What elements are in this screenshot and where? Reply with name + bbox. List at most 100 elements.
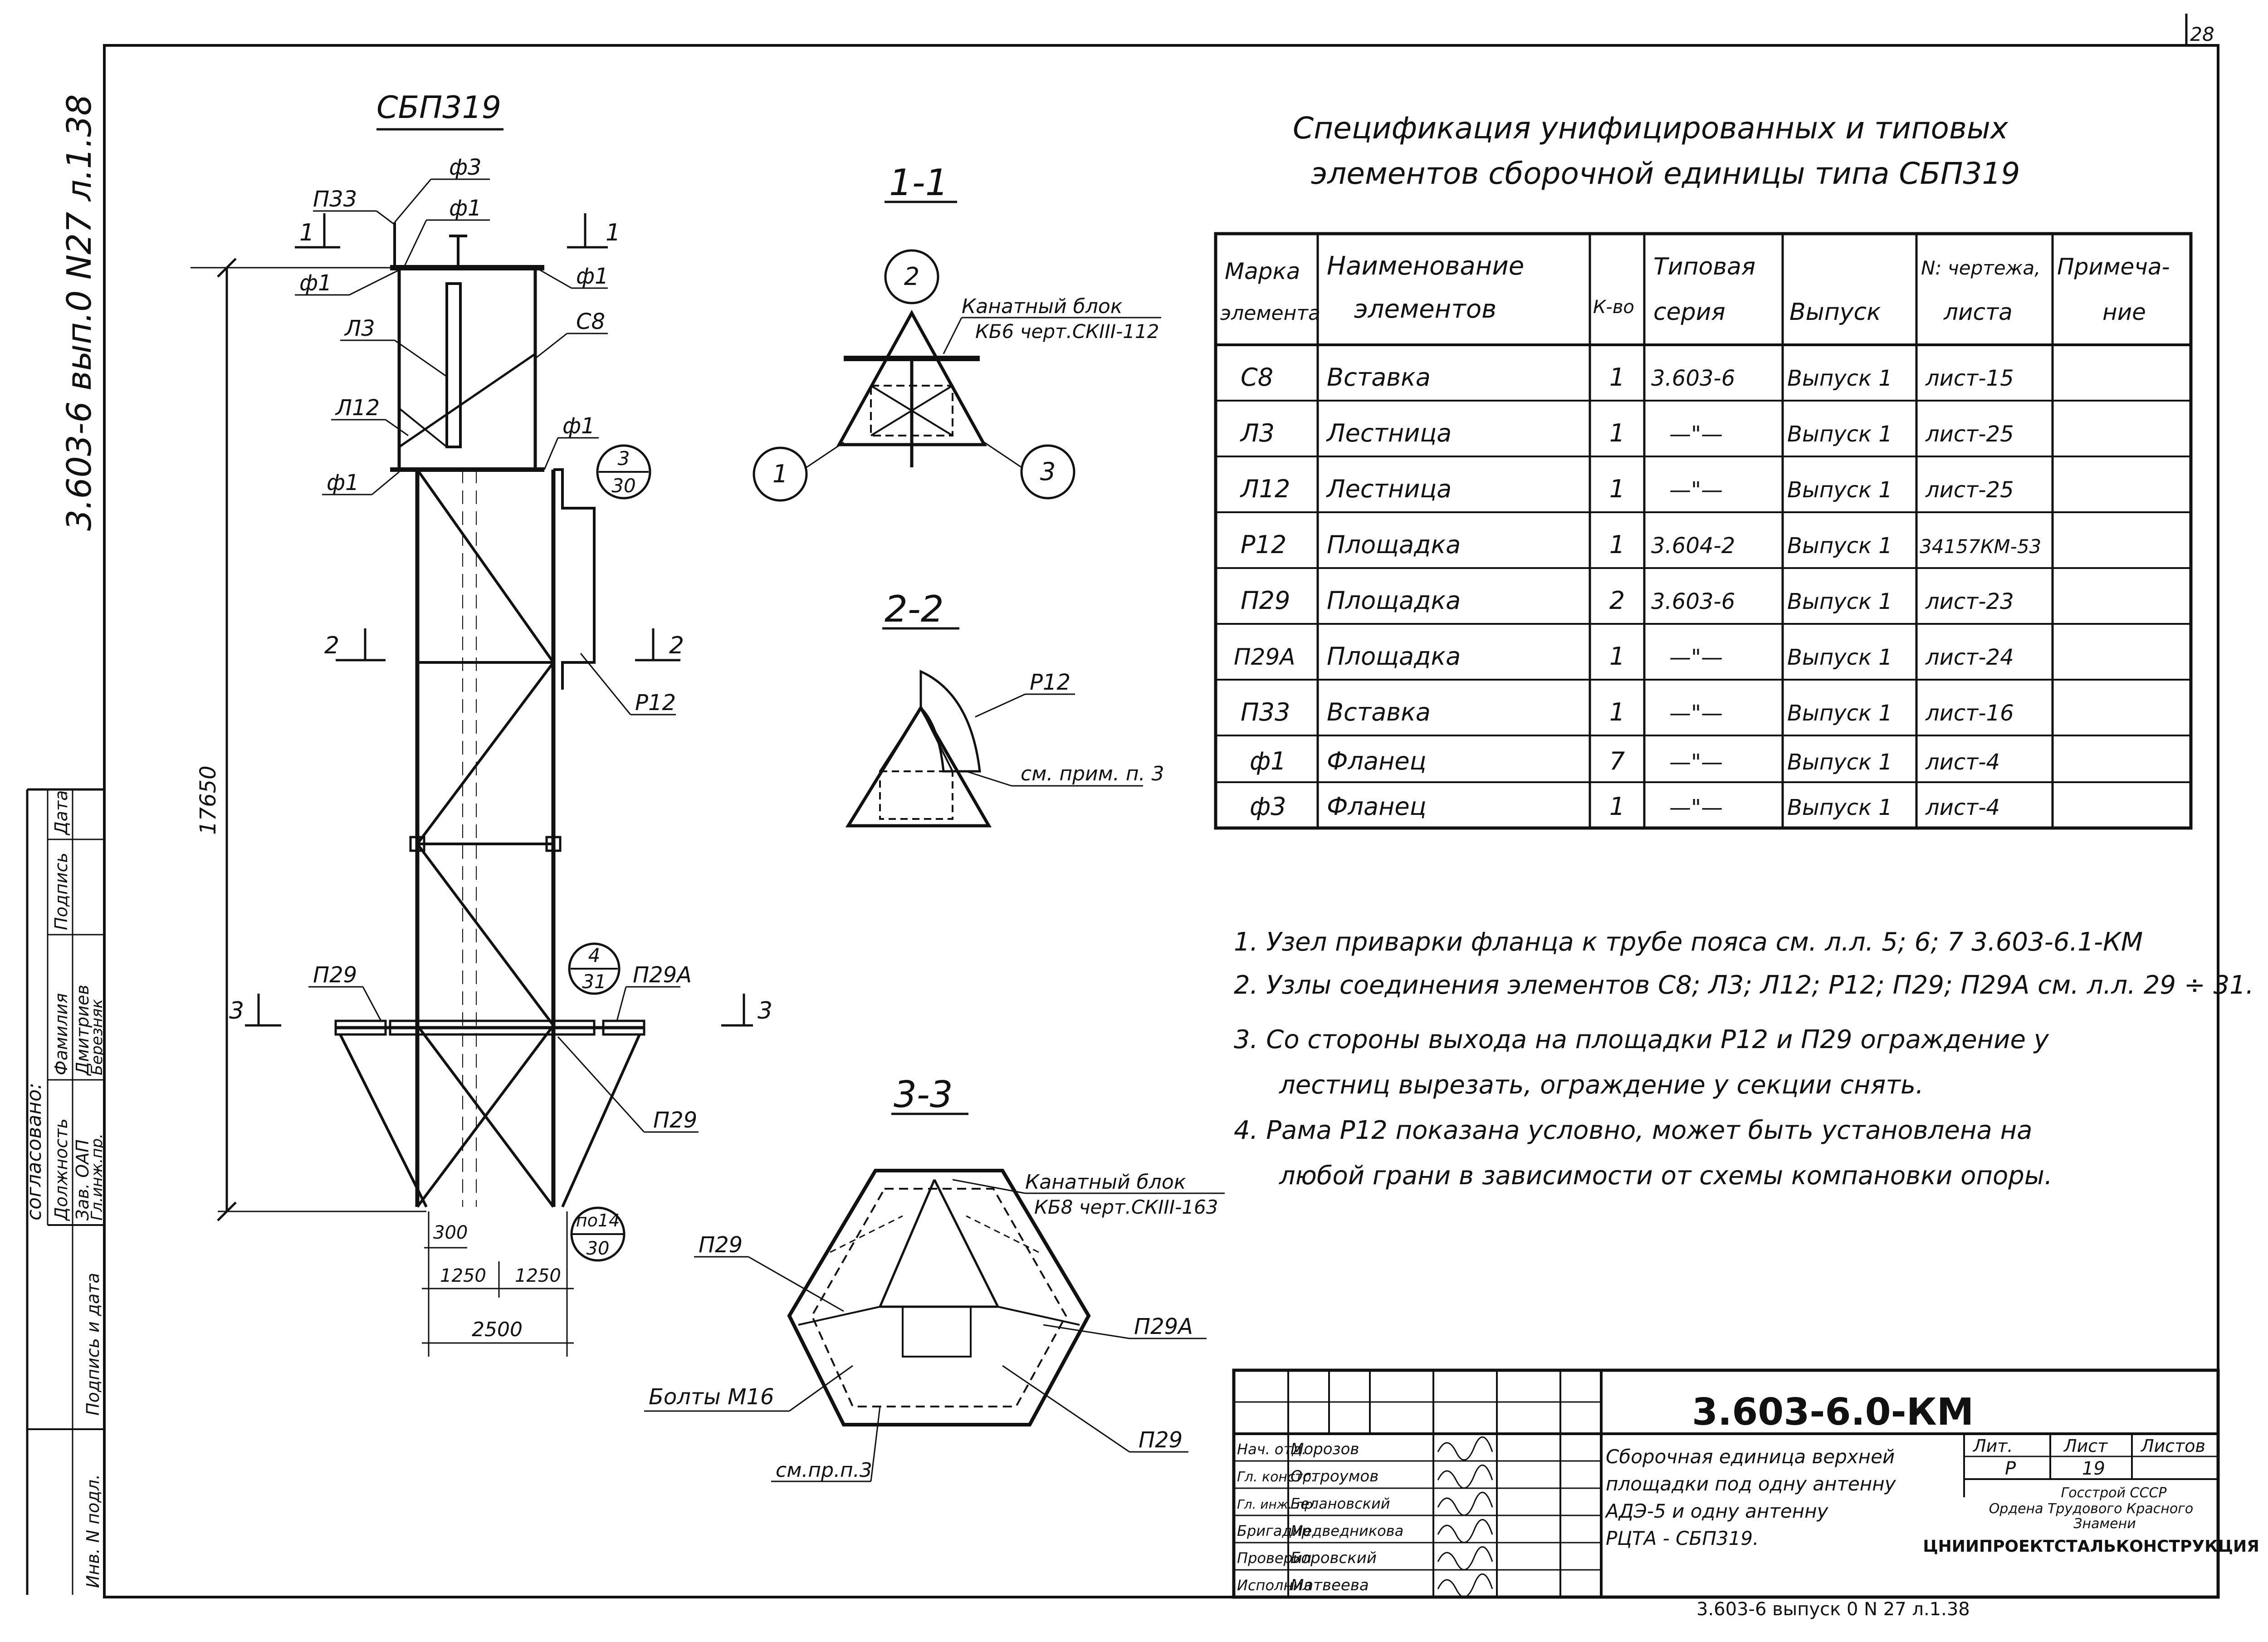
svg-text:1: 1 bbox=[772, 460, 788, 488]
block-ref-1: КБ6 черт.СКIII-112 bbox=[975, 320, 1159, 343]
svg-text:Выпуск 1: Выпуск 1 bbox=[1787, 422, 1892, 447]
svg-text:3: 3 bbox=[758, 997, 772, 1024]
svg-text:Белановский: Белановский bbox=[1290, 1495, 1390, 1512]
bottom-archive-code: 3.603-6 выпуск 0 N 27 л.1.38 bbox=[1696, 1599, 1970, 1620]
header-issue: Выпуск bbox=[1789, 299, 1881, 326]
spec-row: С8 Вставка 1 3.603-6 Выпуск 1 лист-15 bbox=[1241, 363, 2014, 392]
label-f1-top: ф1 bbox=[449, 196, 482, 221]
main-elevation: СБП319 bbox=[191, 90, 772, 1357]
svg-text:Должность: Должность bbox=[51, 1118, 71, 1221]
header-sheet-1: N: чертежа, bbox=[1921, 257, 2040, 279]
half-width-right: 1250 bbox=[515, 1265, 561, 1286]
signature-scribble bbox=[1437, 1492, 1493, 1516]
bolts-label: Болты М16 bbox=[649, 1384, 774, 1410]
label-f3: ф3 bbox=[449, 155, 482, 180]
svg-text:3.603-6: 3.603-6 bbox=[1651, 589, 1735, 614]
svg-text:Остроумов: Остроумов bbox=[1290, 1467, 1378, 1485]
offset-dim: 300 bbox=[433, 1222, 468, 1243]
svg-text:Выпуск 1: Выпуск 1 bbox=[1787, 645, 1892, 670]
desc-line1: Сборочная единица верхней bbox=[1606, 1446, 1895, 1468]
block-label-1: Канатный блок bbox=[962, 295, 1123, 318]
header-note-1: Примеча- bbox=[2057, 254, 2170, 280]
section-3-3-title: 3-3 bbox=[894, 1073, 953, 1116]
svg-text:П29: П29 bbox=[1241, 586, 1290, 615]
label-l12: Л12 bbox=[335, 395, 380, 421]
label-f1-right: ф1 bbox=[576, 264, 609, 289]
stage-label: Лит. bbox=[1972, 1436, 2013, 1456]
svg-text:1: 1 bbox=[1609, 698, 1625, 726]
svg-text:2: 2 bbox=[669, 632, 684, 659]
signature-scribble bbox=[1437, 1573, 1493, 1598]
header-qty: К-во bbox=[1593, 297, 1634, 318]
spec-row: Л12 Лестница 1 —"— Выпуск 1 лист-25 bbox=[1240, 475, 2014, 503]
svg-text:Подпись: Подпись bbox=[51, 853, 71, 930]
svg-text:1: 1 bbox=[1609, 363, 1625, 392]
svg-text:Р12: Р12 bbox=[1241, 530, 1286, 559]
section-1-1: 1-1 2 1 3 Канатный блок КБ6 черт.СКIII-1… bbox=[753, 162, 1161, 502]
svg-text:Матвеева: Матвеева bbox=[1290, 1576, 1369, 1594]
spec-table: Марка элемента Наименование элементов К-… bbox=[1214, 232, 2193, 830]
svg-text:—"—: —"— bbox=[1669, 795, 1723, 820]
svg-text:Выпуск 1: Выпуск 1 bbox=[1787, 795, 1892, 820]
sheet-frame bbox=[103, 44, 2219, 1598]
header-series-2: серия bbox=[1653, 299, 1725, 326]
org-line1: Госстрой СССР bbox=[2061, 1485, 2167, 1501]
svg-text:3.604-2: 3.604-2 bbox=[1651, 533, 1735, 559]
svg-text:лист-25: лист-25 bbox=[1925, 477, 2014, 503]
svg-text:Фланец: Фланец bbox=[1327, 792, 1426, 821]
approval-name-2: Березняк bbox=[88, 999, 106, 1075]
spec-row: П33 Вставка 1 —"— Выпуск 1 лист-16 bbox=[1241, 698, 2014, 726]
sheet-label: Лист bbox=[2063, 1436, 2108, 1456]
svg-text:3: 3 bbox=[229, 997, 244, 1024]
svg-text:Морозов: Морозов bbox=[1290, 1440, 1359, 1458]
signature-date-label: Подпись и дата bbox=[83, 1273, 103, 1416]
callout-14-30: по14 30 bbox=[570, 1206, 626, 1262]
page-number: 28 bbox=[2190, 23, 2214, 45]
svg-text:Вставка: Вставка bbox=[1327, 698, 1431, 726]
svg-text:2: 2 bbox=[1609, 586, 1625, 615]
signature-scribble bbox=[1437, 1436, 1493, 1461]
svg-text:2: 2 bbox=[324, 632, 339, 659]
main-title: СБП319 bbox=[376, 90, 501, 126]
svg-text:Дата: Дата bbox=[51, 790, 71, 836]
label-f1-left: ф1 bbox=[299, 270, 332, 296]
svg-text:Выпуск 1: Выпуск 1 bbox=[1787, 589, 1892, 614]
svg-text:1: 1 bbox=[606, 219, 621, 246]
section-3-3: 3-3 Канатный блок КБ8 черт.СКIII-163 П29… bbox=[644, 1073, 1225, 1482]
svg-text:С8: С8 bbox=[1241, 363, 1273, 392]
svg-text:4: 4 bbox=[588, 944, 601, 966]
note-3-line1: 3. Со стороны выхода на площадки Р12 и П… bbox=[1234, 1025, 2049, 1054]
approval-name-1: Дмитриев bbox=[73, 985, 93, 1076]
svg-text:лист-25: лист-25 bbox=[1925, 422, 2014, 447]
desc-line2: площадки под одну антенну bbox=[1606, 1473, 1897, 1495]
spec-row: ф1 Фланец 7 —"— Выпуск 1 лист-4 bbox=[1250, 747, 2000, 775]
sheets-label: Листов bbox=[2140, 1436, 2205, 1456]
label-r12: Р12 bbox=[635, 690, 676, 716]
svg-text:П33: П33 bbox=[1241, 698, 1290, 726]
svg-text:Гл. инж. пр.: Гл. инж. пр. bbox=[1237, 1497, 1317, 1512]
svg-text:Площадка: Площадка bbox=[1327, 586, 1461, 615]
svg-text:30: 30 bbox=[611, 475, 635, 497]
label-p29a-s3: П29А bbox=[1134, 1314, 1193, 1339]
spec-row: П29А Площадка 1 —"— Выпуск 1 лист-24 bbox=[1234, 642, 2014, 671]
half-width-left: 1250 bbox=[440, 1265, 486, 1286]
inventory-label: Инв. N подл. bbox=[83, 1474, 103, 1588]
svg-text:лист-24: лист-24 bbox=[1925, 645, 2014, 670]
header-note-2: ние bbox=[2102, 299, 2146, 325]
label-f1-mid-right: ф1 bbox=[562, 413, 595, 439]
svg-text:2: 2 bbox=[904, 262, 919, 291]
note-ref-3: см.пр.п.3 bbox=[776, 1459, 872, 1482]
approval-position-1: Зав. ОАП bbox=[73, 1139, 93, 1220]
label-p29-s3-left: П29 bbox=[699, 1232, 743, 1258]
svg-text:—"—: —"— bbox=[1669, 477, 1723, 503]
svg-text:3: 3 bbox=[618, 447, 630, 470]
header-name-1: Наименование bbox=[1327, 251, 1524, 281]
spec-row: Л3 Лестница 1 —"— Выпуск 1 лист-25 bbox=[1240, 419, 2014, 447]
svg-text:Выпуск 1: Выпуск 1 bbox=[1787, 366, 1892, 391]
svg-text:Площадка: Площадка bbox=[1327, 642, 1461, 671]
svg-text:Выпуск 1: Выпуск 1 bbox=[1787, 477, 1892, 503]
svg-text:Фамилия: Фамилия bbox=[51, 993, 71, 1075]
notes: 1. Узел приварки фланца к трубе пояса см… bbox=[1234, 927, 2254, 1191]
svg-text:Л12: Л12 bbox=[1240, 475, 1290, 503]
